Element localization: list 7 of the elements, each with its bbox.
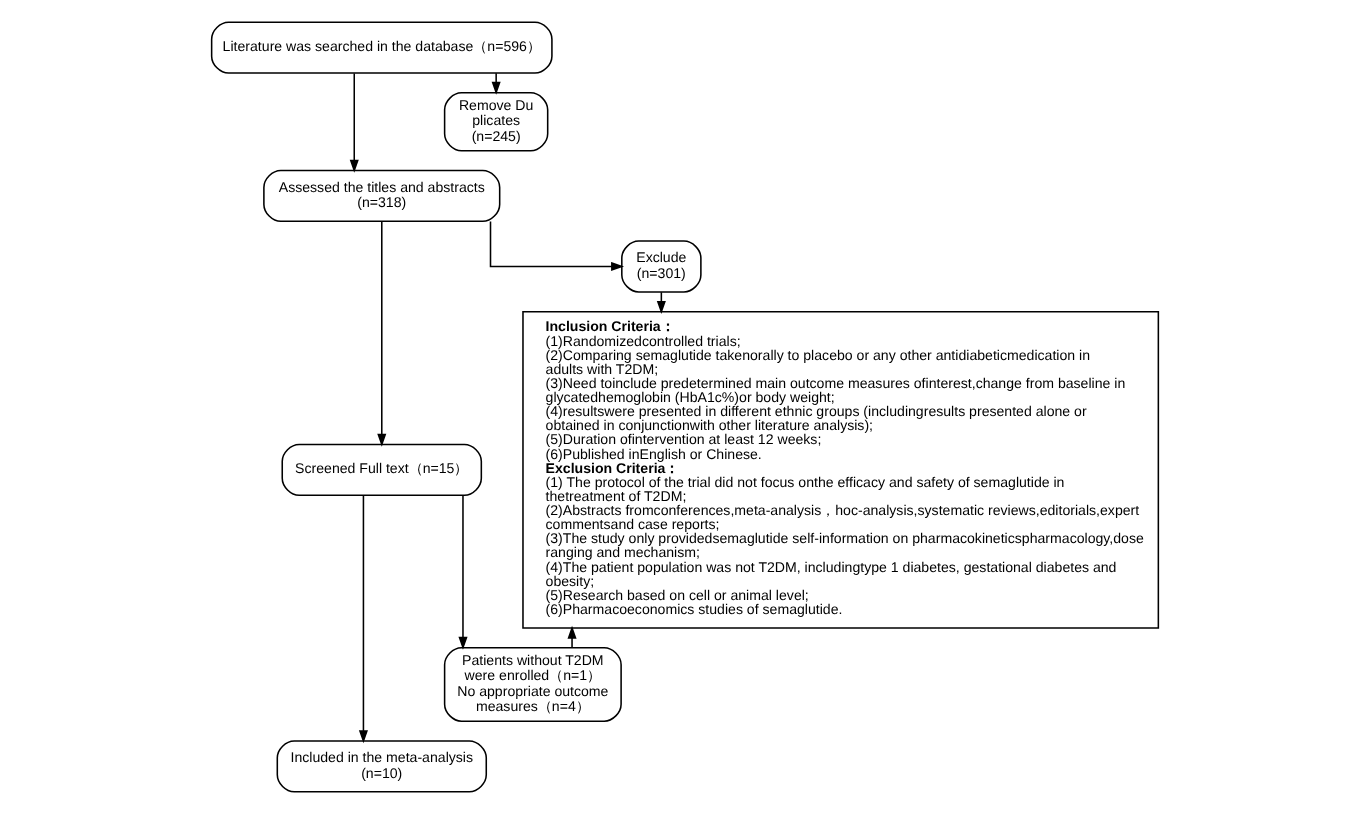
arrow xyxy=(358,494,368,744)
arrow xyxy=(349,72,359,173)
arrow xyxy=(567,625,577,649)
arrow xyxy=(458,494,468,650)
arrow xyxy=(489,220,625,272)
arrow xyxy=(491,72,501,95)
arrow xyxy=(377,220,387,447)
